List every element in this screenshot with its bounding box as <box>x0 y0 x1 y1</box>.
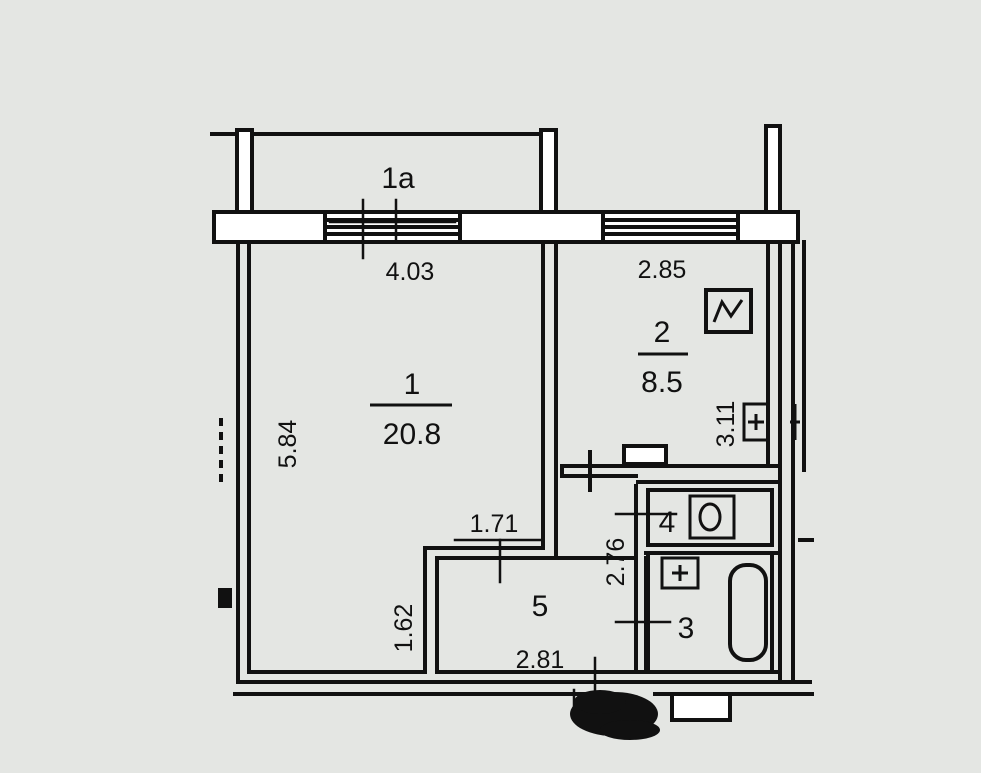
exterior-wall-top <box>212 210 800 244</box>
window-room2 <box>601 210 740 244</box>
riser-right <box>764 124 782 214</box>
kitchen-counter <box>622 444 668 466</box>
wall-left <box>218 240 251 684</box>
room-label-1: 1 <box>404 368 421 401</box>
room-label-4: 4 <box>659 506 676 539</box>
room-label-5: 5 <box>532 590 549 623</box>
sink-icon <box>742 402 770 442</box>
stove-icon <box>704 288 753 334</box>
room-label-1a: 1a <box>381 162 415 195</box>
scribble-mark <box>570 690 660 740</box>
dim-room1-depth: 5.84 <box>274 420 302 469</box>
dim-hall-niche: 1.71 <box>470 510 519 538</box>
balcony-outline <box>210 128 558 214</box>
room-area-2: 8.5 <box>641 366 683 399</box>
wall-right <box>766 240 814 684</box>
dim-hall-depth: 1.62 <box>390 604 418 653</box>
window-room1 <box>323 210 462 244</box>
wall-kitchen-bottom <box>560 450 782 492</box>
room-area-1: 20.8 <box>383 418 441 451</box>
sink-icon-outer <box>790 404 800 440</box>
wall-room1-kitchen <box>541 240 558 560</box>
dim-room2-depth: 3.11 <box>712 401 740 448</box>
washbasin-icon <box>660 556 700 590</box>
room-label-3: 3 <box>678 612 695 645</box>
dim-hall-width: 2.81 <box>516 646 565 674</box>
bathtub-icon <box>728 563 768 662</box>
dim-hall-corridor: 2.76 <box>602 538 630 587</box>
dim-room1-window: 4.03 <box>386 258 435 286</box>
wall-wc-bath <box>636 480 782 674</box>
dim-room2-window: 2.85 <box>638 256 687 284</box>
wall-bottom <box>233 670 814 722</box>
room-label-2: 2 <box>654 316 671 349</box>
toilet-icon <box>688 494 736 540</box>
